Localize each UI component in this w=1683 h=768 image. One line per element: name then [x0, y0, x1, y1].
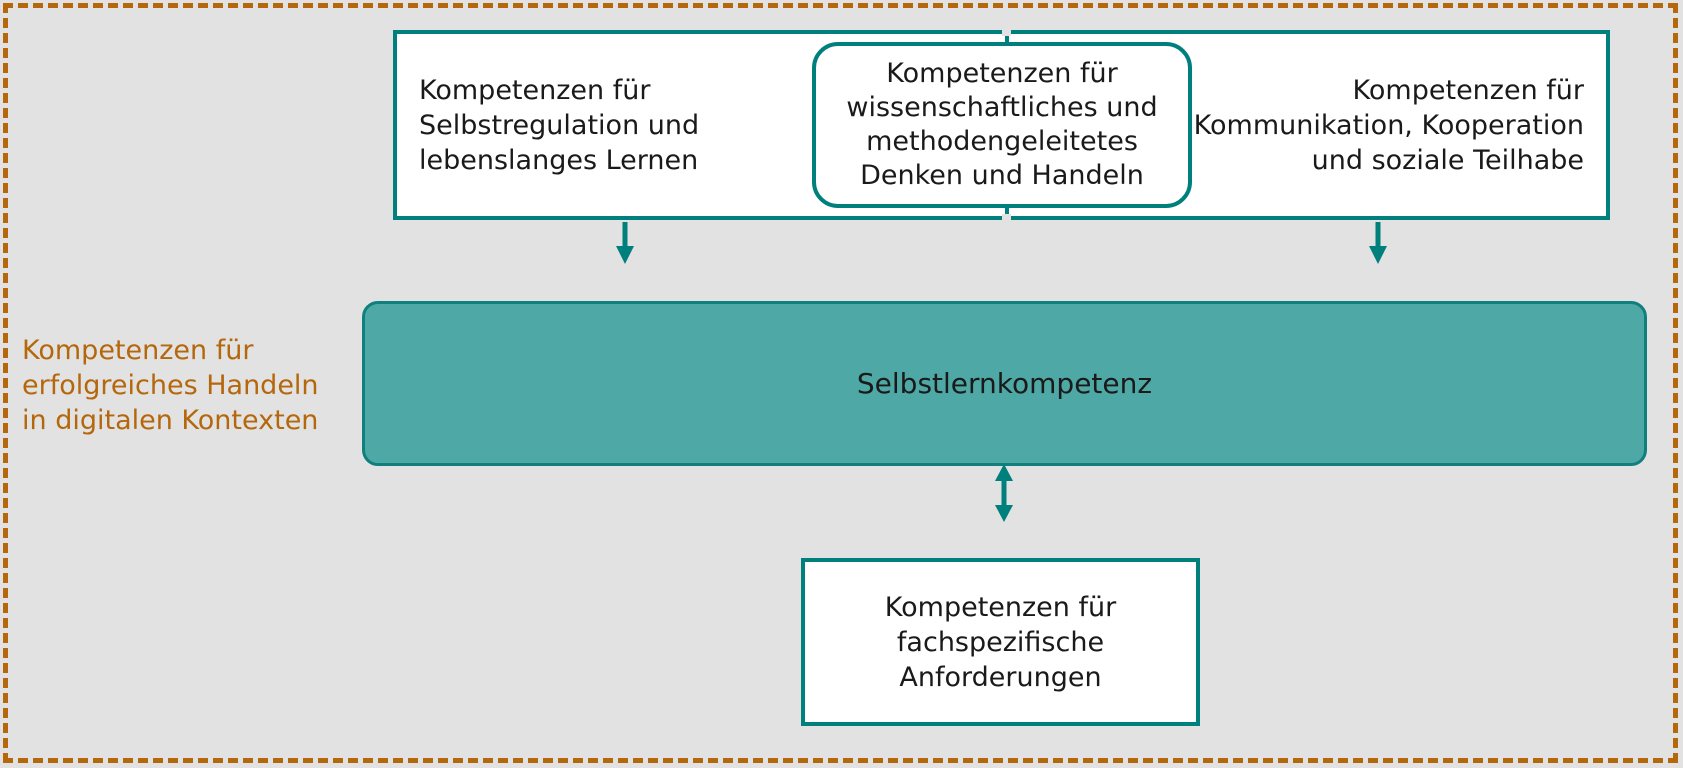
border-gap-top	[1002, 28, 1011, 36]
band-selbstlernkompetenz: Selbstlernkompetenz	[362, 301, 1647, 466]
arrow-down-right-icon	[1367, 222, 1389, 264]
box-selbstregulation-label: Kompetenzen für Selbstregulation und leb…	[419, 74, 700, 176]
box-fachspezifische-anforderungen-label: Kompetenzen für fachspezifische Anforder…	[884, 591, 1117, 693]
border-gap-bottom	[1002, 214, 1011, 222]
side-caption-label: Kompetenzen für erfolgreiches Handeln in…	[22, 335, 319, 436]
box-kommunikation-label: Kompetenzen für Kommunikation, Kooperati…	[1193, 74, 1584, 176]
box-fachspezifische-anforderungen: Kompetenzen für fachspezifische Anforder…	[801, 558, 1200, 726]
box-wissenschaftliches-denken: Kompetenzen für wissenschaftliches und m…	[812, 42, 1192, 208]
arrow-bidirectional-icon	[992, 464, 1016, 522]
box-wissenschaftliches-denken-label: Kompetenzen für wissenschaftliches und m…	[846, 58, 1158, 191]
band-selbstlernkompetenz-label: Selbstlernkompetenz	[856, 367, 1153, 400]
arrow-down-left-icon	[614, 222, 636, 264]
